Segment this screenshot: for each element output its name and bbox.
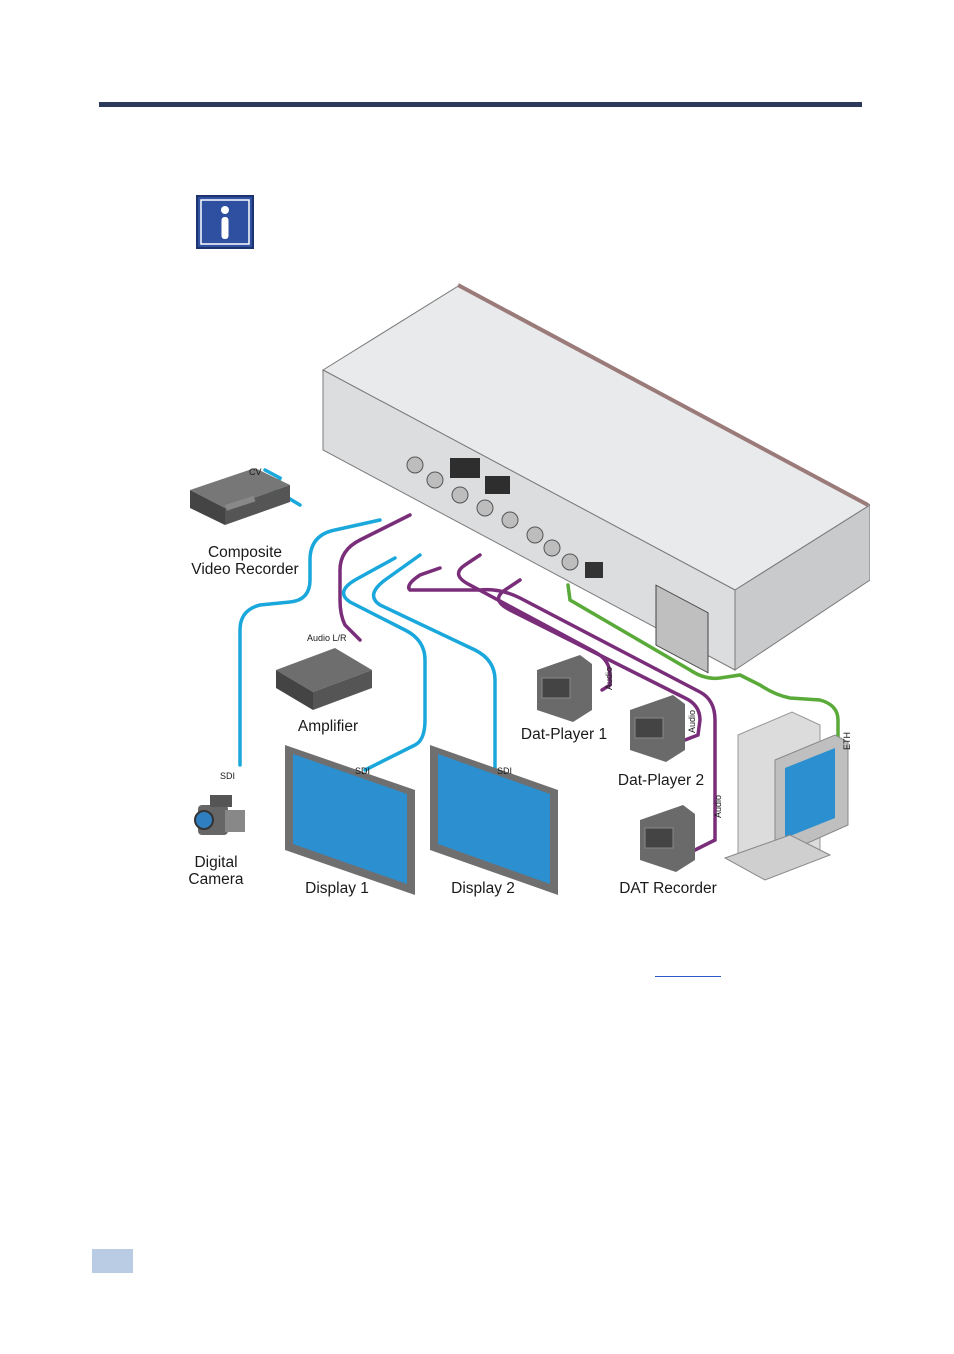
dat-player-1-device [537,655,592,722]
cross-reference-link[interactable] [655,976,721,977]
label-dat-recorder: DAT Recorder [619,880,717,897]
label-display-1: Display 1 [305,880,369,897]
cable-label-audio-player-1: Audio [604,666,614,690]
main-device [321,283,870,674]
display-2-device [430,745,558,895]
cable-label-audio-recorder: Audio [713,794,723,818]
cable-label-cv: CV [249,467,262,477]
connection-diagram [190,283,870,895]
composite-recorder-device [190,468,290,525]
dat-recorder-device [640,805,695,872]
digital-camera-device [194,795,245,835]
amplifier-device [276,648,372,710]
info-icon [196,195,254,249]
label-amplifier: Amplifier [297,718,359,735]
cable-label-eth: ETH [842,732,852,750]
dat-player-2-device [630,695,685,762]
label-dat-player-1: Dat-Player 1 [520,726,608,743]
cable-label-sdi-display-1: SDI [355,766,371,776]
cable-label-audio-player-2: Audio [687,709,697,733]
header-rule [99,102,862,107]
label-display-2: Display 2 [451,880,515,897]
label-dat-player-2: Dat-Player 2 [617,772,705,789]
pc-device [723,711,849,881]
page-number-box [92,1249,133,1273]
cable-label-sdi-camera: SDI [220,771,236,781]
label-composite-recorder: Composite Video Recorder [191,544,299,578]
cable-label-audio-lr: Audio L/R [307,633,347,643]
label-digital-camera: Digital Camera [188,854,244,888]
display-1-device [285,745,415,895]
cable-label-sdi-display-2: SDI [497,766,513,776]
